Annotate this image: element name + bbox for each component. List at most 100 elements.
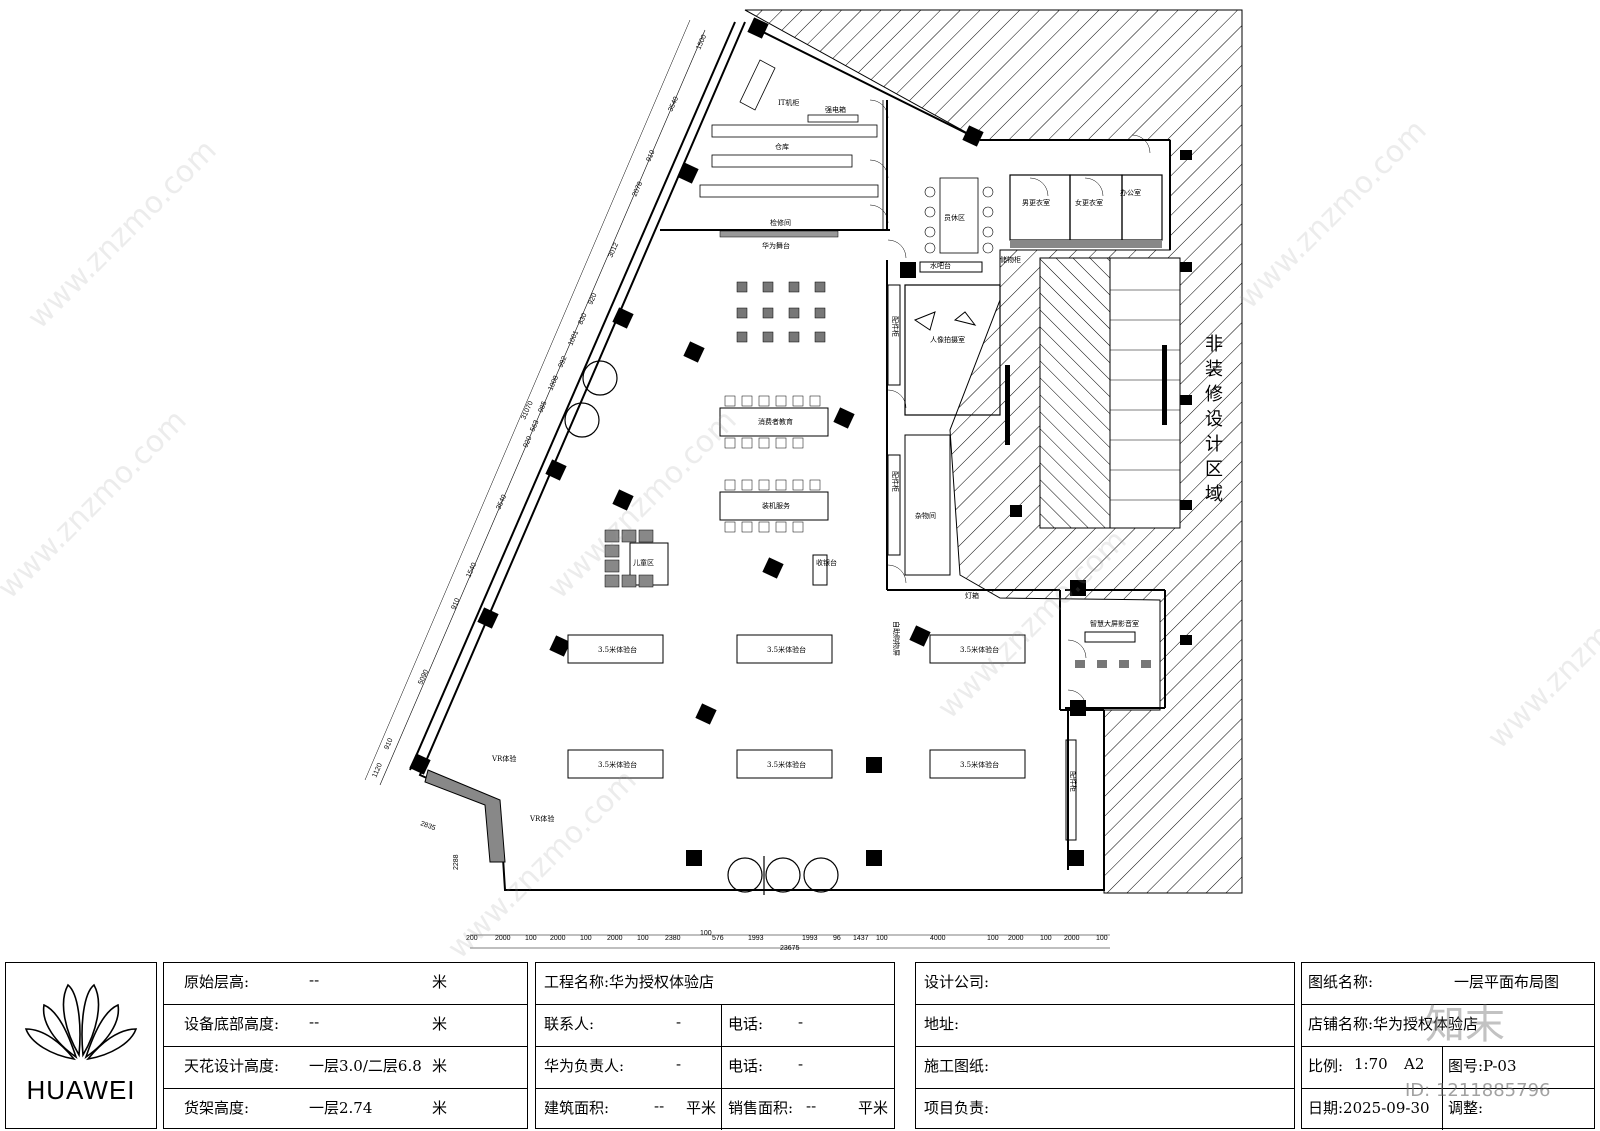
svg-text:1008: 1008 <box>547 375 560 392</box>
watermark: www.znzmo.com www.znzmo.com www.znzmo.co… <box>0 113 1600 960</box>
spec-row: 天花设计高度: 一层3.0/二层6.8 米 <box>164 1047 527 1089</box>
svg-text:910: 910 <box>645 149 656 163</box>
design-company-label: 设计公司: <box>924 973 990 991</box>
svg-text:576: 576 <box>712 935 724 942</box>
project-lead-label: 项目负责: <box>924 1099 990 1117</box>
watermark-logo: 知末 <box>1425 1002 1505 1048</box>
region-char: 修 <box>1205 384 1223 405</box>
design-company-cell: 设计公司: 地址: 施工图纸: 项目负责: <box>915 962 1295 1129</box>
svg-text:23675: 23675 <box>780 945 800 952</box>
owner-row: 华为负责人: - 电话: - <box>536 1047 894 1089</box>
svg-text:1500: 1500 <box>695 34 708 51</box>
svg-text:563: 563 <box>529 419 540 433</box>
svg-text:910: 910 <box>450 597 461 611</box>
label-repair-room: 检修间 <box>770 218 791 227</box>
exterior-walls <box>409 21 1171 891</box>
label-cashier: 收银台 <box>816 558 837 567</box>
svg-text:100: 100 <box>637 935 649 942</box>
label-male-locker: 男更衣室 <box>1022 198 1050 207</box>
label-water-bar: 水吧台 <box>930 261 951 270</box>
svg-text:3540: 3540 <box>667 96 680 113</box>
contact-row: 联系人: - 电话: - <box>536 1005 894 1047</box>
svg-text:2000: 2000 <box>1008 935 1024 942</box>
svg-text:www.znzmo.com: www.znzmo.com <box>21 133 224 336</box>
svg-text:2000: 2000 <box>550 935 566 942</box>
huawei-logo-icon <box>24 983 138 1061</box>
svg-text:830: 830 <box>577 312 588 326</box>
label-office: 办公室 <box>1120 188 1141 197</box>
svg-text:3012: 3012 <box>607 242 620 259</box>
svg-text:2835: 2835 <box>419 820 436 832</box>
spec-row: 设备底部高度: -- 米 <box>164 1005 527 1047</box>
label-parts-cabinet-1: 配件柜 <box>891 316 900 337</box>
svg-text:1540: 1540 <box>465 562 478 579</box>
label-strong-box: 强电箱 <box>825 105 846 114</box>
label-table-5: 3.5米体验台 <box>767 760 806 769</box>
svg-text:3540: 3540 <box>495 494 508 511</box>
entrance-doors <box>564 360 839 895</box>
label-stage: 华为舞台 <box>762 241 790 250</box>
structural-columns <box>409 17 1192 866</box>
label-vr-1: VR体验 <box>491 754 516 763</box>
region-char: 装 <box>1205 359 1223 380</box>
svg-text:100: 100 <box>1096 935 1108 942</box>
region-char: 域 <box>1205 484 1223 505</box>
label-staff-area: 员休区 <box>944 213 965 222</box>
svg-text:100: 100 <box>1040 935 1052 942</box>
region-char: 区 <box>1205 459 1223 480</box>
svg-text:www.znzmo.com: www.znzmo.com <box>0 403 194 606</box>
audience-seats <box>736 281 826 343</box>
label-female-locker: 女更衣室 <box>1075 198 1103 207</box>
svg-text:www.znzmo.com: www.znzmo.com <box>1231 113 1434 316</box>
stage-bar <box>719 230 839 238</box>
svg-text:100: 100 <box>876 935 888 942</box>
date-row: 日期:2025-09-30 调整: <box>1302 1089 1594 1130</box>
svg-text:31070: 31070 <box>520 400 534 421</box>
region-char: 非 <box>1205 334 1223 355</box>
label-kids-area: 儿童区 <box>633 558 654 567</box>
svg-text:910: 910 <box>383 737 394 751</box>
svg-text:2000: 2000 <box>1064 935 1080 942</box>
construction-drawing-label: 施工图纸: <box>924 1057 990 1075</box>
label-install-service: 装机服务 <box>762 501 790 510</box>
svg-text:200: 200 <box>466 935 478 942</box>
label-table-2: 3.5米体验台 <box>767 645 806 654</box>
label-vr-2: VR体验 <box>529 814 554 823</box>
bottom-dimensions: 200 2000 100 2000 100 2000 100 2380 100 … <box>466 930 1108 952</box>
project-row: 工程名称:华为授权体验店 <box>536 963 894 1005</box>
svg-text:1993: 1993 <box>802 935 818 942</box>
non-design-region-label: 非 装 修 设 计 区 域 <box>1205 334 1223 505</box>
logo-cell: HUAWEI <box>5 962 157 1129</box>
svg-text:1120: 1120 <box>371 762 384 779</box>
label-table-6: 3.5米体验台 <box>960 760 999 769</box>
svg-text:1001: 1001 <box>567 330 580 347</box>
label-self-shop: 自助购物屏 <box>892 621 901 656</box>
label-table-1: 3.5米体验台 <box>598 645 637 654</box>
svg-text:2000: 2000 <box>495 935 511 942</box>
area-row: 建筑面积: -- 平米 销售面积: -- 平米 <box>536 1089 894 1130</box>
drawing-info-cell: 图纸名称: 一层平面布局图 店铺名称:华为授权体验店 比例: 1:70 A2 图… <box>1301 962 1595 1130</box>
label-table-3: 3.5米体验台 <box>960 645 999 654</box>
svg-text:2000: 2000 <box>607 935 623 942</box>
svg-text:www.znzmo.com: www.znzmo.com <box>1481 553 1600 756</box>
label-it-cabinet: IT机柜 <box>778 98 799 107</box>
spec-row: 货架高度: 一层2.74 米 <box>184 1099 447 1117</box>
drawing-name-row: 图纸名称: 一层平面布局图 <box>1302 963 1594 1005</box>
svg-text:100: 100 <box>525 935 537 942</box>
label-warehouse: 仓库 <box>775 142 789 151</box>
floor-plan: IT机柜 强电箱 仓库 检修间 华为舞台 员休区 男更衣室 女更衣室 办公室 <box>0 9 1600 960</box>
address-label: 地址: <box>924 1015 960 1033</box>
region-char: 设 <box>1205 409 1223 430</box>
logo-text: HUAWEI <box>26 1075 136 1105</box>
label-sundry-room: 杂物间 <box>915 511 936 520</box>
svg-text:5090: 5090 <box>417 669 430 686</box>
svg-text:985: 985 <box>537 400 548 414</box>
svg-text:2078: 2078 <box>631 181 644 198</box>
svg-text:920: 920 <box>587 292 598 306</box>
spec-row: 原始层高: -- 米 <box>164 963 527 1005</box>
svg-text:4000: 4000 <box>930 935 946 942</box>
project-info-cell: 工程名称:华为授权体验店 联系人: - 电话: - 华为负责人: - 电话: -… <box>535 962 895 1130</box>
height-spec-cell: 原始层高: -- 米 设备底部高度: -- 米 天花设计高度: 一层3.0/二层… <box>163 962 528 1129</box>
svg-text:992: 992 <box>557 355 568 369</box>
title-block: HUAWEI 原始层高: -- 米 设备底部高度: -- 米 天花设计高度: 一… <box>5 962 1595 1130</box>
